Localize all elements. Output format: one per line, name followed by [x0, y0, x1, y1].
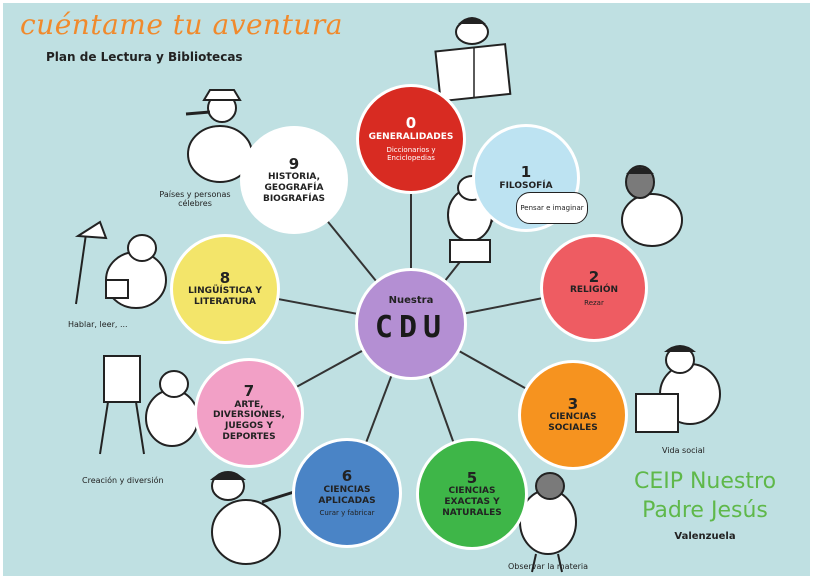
category-name: RELIGIÓN	[569, 285, 619, 296]
sheep-painter-illustration	[99, 355, 199, 455]
category-node-5: 5 CIENCIAS EXACTAS Y NATURALES	[416, 438, 528, 550]
category-node-8: 8 LINGÜÍSTICA Y LITERATURA	[170, 234, 280, 344]
note-language: Hablar, leer, ...	[68, 320, 128, 329]
category-node-6: 6 CIENCIAS APLICADAS Curar y fabricar	[292, 438, 402, 548]
note-history: Países y personas célebres	[159, 190, 231, 208]
category-number: 6	[341, 467, 353, 486]
category-number: 8	[219, 268, 231, 287]
category-example: Diccionarios y Enciclopedias	[386, 145, 436, 163]
category-number: 7	[243, 382, 255, 401]
category-name: CIENCIAS EXACTAS Y NATURALES	[442, 486, 502, 518]
category-number: 9	[288, 154, 300, 173]
sheep-explorer-illustration	[185, 89, 253, 183]
sheep-reading-lamp-illustration	[74, 220, 167, 309]
category-node-9: 9 HISTORIA, GEOGRAFÍA BIOGRAFÍAS	[240, 126, 348, 234]
category-name: ARTE, DIVERSIONES, JUEGOS Y DEPORTES	[213, 399, 285, 443]
sheep-doctor-illustration	[210, 471, 295, 565]
category-name: CIENCIAS SOCIALES	[548, 412, 598, 434]
sheep-praying-illustration	[621, 165, 683, 247]
sheep-reading-illustration	[434, 17, 512, 103]
category-name: LINGÜÍSTICA Y LITERATURA	[188, 286, 262, 308]
school-location: Valenzuela	[674, 531, 736, 543]
sheep-scientist-illustration	[519, 472, 577, 573]
note-natural: Observar la materia	[508, 562, 589, 571]
category-node-2: 2 RELIGIÓN Rezar	[540, 234, 648, 342]
category-example: Curar y fabricar	[319, 509, 375, 518]
philosophy-cloud-text: Pensar e imaginar	[520, 203, 584, 212]
category-number: 1	[520, 163, 532, 182]
school-name-line2: Padre Jesús	[642, 497, 768, 523]
note-art: Creación y diversión	[82, 476, 164, 485]
category-number: 5	[466, 468, 478, 487]
note-social: Vida social	[662, 446, 705, 455]
sheep-social-illustration	[635, 345, 721, 433]
category-number: 2	[588, 267, 600, 286]
category-number: 0	[405, 114, 417, 133]
category-node-0: 0 GENERALIDADES Diccionarios y Enciclope…	[356, 84, 466, 194]
category-name: HISTORIA, GEOGRAFÍA BIOGRAFÍAS	[262, 172, 326, 204]
poster-title: cuéntame tu aventura	[20, 8, 343, 41]
category-number: 3	[567, 394, 579, 413]
center-label-small: Nuestra	[388, 295, 434, 306]
category-example: Rezar	[584, 298, 604, 307]
category-name: FILOSOFÍA	[499, 180, 553, 191]
center-label-big: CDU	[374, 310, 448, 345]
poster-subtitle: Plan de Lectura y Bibliotecas	[46, 50, 243, 64]
category-name: CIENCIAS APLICADAS	[318, 484, 376, 506]
philosophy-thought-cloud: Pensar e imaginar	[516, 192, 588, 224]
category-name: GENERALIDADES	[368, 131, 454, 142]
school-name: CEIP Nuestro Padre Jesús Valenzuela	[610, 468, 800, 542]
center-node-cdu: Nuestra CDU	[355, 268, 467, 380]
category-node-3: 3 CIENCIAS SOCIALES	[518, 360, 628, 470]
category-node-7: 7 ARTE, DIVERSIONES, JUEGOS Y DEPORTES	[194, 358, 304, 468]
school-name-line1: CEIP Nuestro	[633, 469, 777, 494]
